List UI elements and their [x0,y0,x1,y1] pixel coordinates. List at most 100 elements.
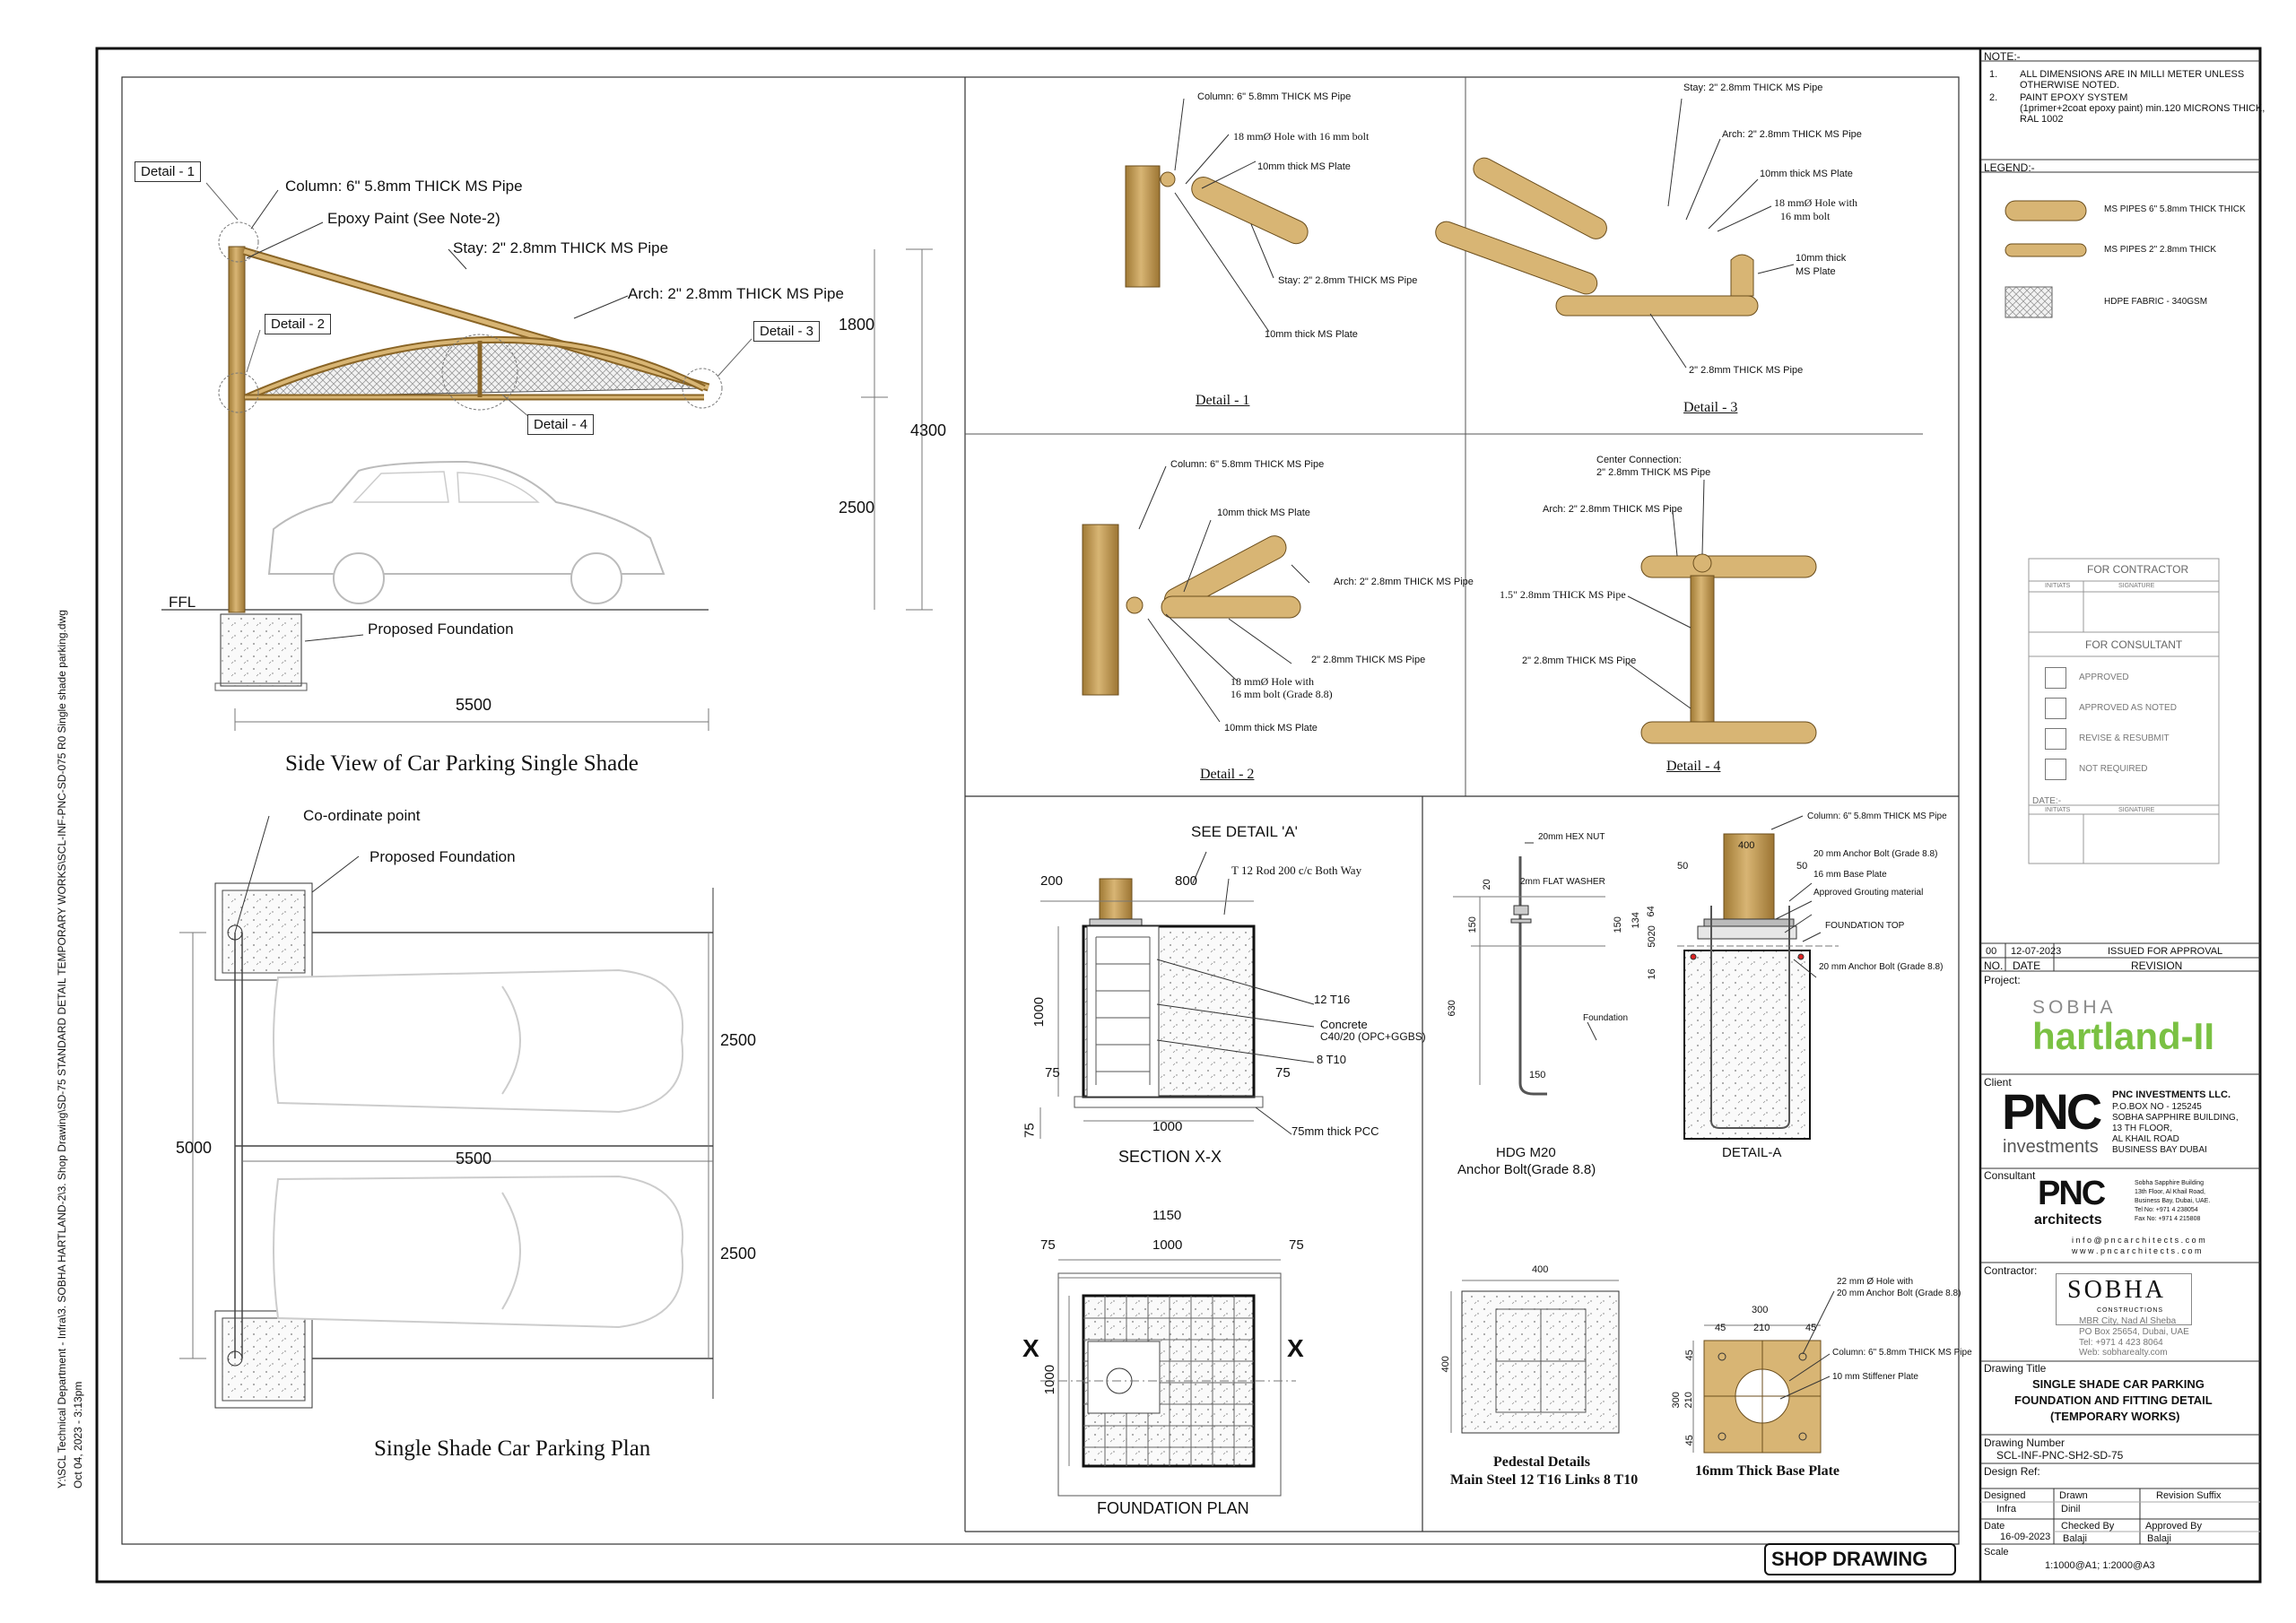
ab-label-washer: 2mm FLAT WASHER [1520,877,1605,887]
dim-1800: 1800 [839,316,875,334]
revision-suffix-label: Revision Suffix [2156,1490,2222,1501]
client-line-6: BUSINESS BAY DUBAI [2112,1145,2207,1155]
side-view-title: Side View of Car Parking Single Shade [285,751,639,776]
fp-dim-75a: 75 [1040,1237,1056,1253]
project-label: Project: [1984,974,2021,986]
legend-2in-pipe: MS PIPES 2" 2.8mm THICK [2104,245,2217,255]
side-view-drawing [161,182,933,731]
sec-dim-1000v: 1000 [1031,996,1048,1028]
d3-label-plate2b: MS Plate [1796,266,1836,277]
bp-dim-300v: 300 [1670,1392,1682,1409]
detail-2-title: Detail - 2 [1200,767,1255,782]
section-title: SECTION X-X [1118,1148,1222,1166]
da-dim-134: 134 [1630,912,1641,929]
note-1-line1: ALL DIMENSIONS ARE IN MILLI METER UNLESS [2020,69,2245,80]
d1-label-stay: Stay: 2" 2.8mm THICK MS Pipe [1278,275,1418,286]
bp-dim-45d: 45 [1683,1435,1695,1446]
da-label-baseplate: 16 mm Base Plate [1813,870,1887,880]
consultant-web: w w w . p n c a r c h i t e c t s . c o … [2072,1246,2202,1255]
d3-label-arch: Arch: 2" 2.8mm THICK MS Pipe [1722,129,1862,140]
sec-label-concrete: Concrete [1320,1018,1368,1031]
sec-dim-200: 200 [1040,873,1064,889]
detail-2-drawing [1082,465,1310,723]
contractor-initials: INITIATS [2045,583,2071,589]
rev-date: 12-07-2023 [2011,946,2062,957]
client-line-1: PNC INVESTMENTS LLC. [2112,1089,2231,1100]
consultant-line-4: Tel No: +971 4 238054 [2135,1207,2198,1213]
bp-label-column: Column: 6" 5.8mm THICK MS Pipe [1832,1348,1972,1358]
legend-hdpe: HDPE FABRIC - 340GSM [2104,297,2208,307]
note-head: NOTE:- [1984,50,2021,63]
legend-swatch-hdpe [2005,286,2053,318]
dim-5000: 5000 [176,1139,213,1157]
approved-checkbox[interactable] [2045,667,2066,689]
plan-title: Single Shade Car Parking Plan [374,1436,651,1461]
dim-2500-b: 2500 [720,1245,757,1263]
contractor-line-2: PO Box 25654, Dubai, UAE [2079,1327,2189,1337]
d4-label-pipe: 2" 2.8mm THICK MS Pipe [1522,655,1637,666]
revise-resubmit-checkbox[interactable] [2045,728,2066,750]
contractor-line-3: Tel: +971 4 423 8064 [2079,1338,2163,1348]
drawing-title-line-1: SINGLE SHADE CAR PARKING [2032,1377,2205,1391]
detail-3-title: Detail - 3 [1683,400,1738,415]
ped-dim-400a: 400 [1532,1264,1549,1275]
d4-label-center: Center Connection: [1596,455,1682,465]
detail-tag-3: Detail - 3 [753,321,821,342]
pedestal-title: Pedestal Details [1493,1454,1590,1470]
consultant-line-2: 13th Floor, Al Khail Road, [2135,1189,2205,1195]
fp-dim-1000v: 1000 [1042,1364,1058,1395]
d3-label-plate: 10mm thick MS Plate [1760,169,1853,179]
hartland-logo-text: hartland-II [2032,1015,2215,1057]
d4-label-arch: Arch: 2" 2.8mm THICK MS Pipe [1543,504,1683,515]
sec-label-c40: C40/20 (OPC+GGBS) [1320,1030,1426,1043]
fp-dim-1150: 1150 [1152,1208,1182,1223]
d3-label-plate2: 10mm thick [1796,253,1847,264]
note-2-line2: (1primer+2coat epoxy paint) min.120 MICR… [2020,103,2266,114]
dim-2500-a: 2500 [720,1031,757,1049]
d2-label-pipe: 2" 2.8mm THICK MS Pipe [1311,655,1426,665]
sec-dim-75b: 75 [1275,1065,1291,1081]
pedestal-drawing [1450,1280,1620,1434]
detail-tag-1: Detail - 1 [135,161,202,182]
d3-label-pipe: 2" 2.8mm THICK MS Pipe [1689,365,1804,376]
d1-label-plate: 10mm thick MS Plate [1257,161,1351,172]
approved-by-label: Approved By [2145,1521,2202,1532]
bp-label-anchor: 20 mm Anchor Bolt (Grade 8.8) [1837,1289,1961,1298]
da-label-grout: Approved Grouting material [1813,888,1924,898]
d4-label-15pipe: 1.5" 2.8mm THICK MS Pipe [1500,588,1626,601]
consultant-initials: INITIATS [2045,807,2071,813]
shop-drawing-label: SHOP DRAWING [1771,1548,1928,1570]
da-label-column: Column: 6" 5.8mm THICK MS Pipe [1807,812,1947,821]
constructions-text: CONSTRUCTIONS [2097,1307,2164,1314]
column-callout: Column: 6" 5.8mm THICK MS Pipe [285,178,523,195]
approved-as-noted-checkbox[interactable] [2045,698,2066,719]
d1-label-hole: 18 mmØ Hole with 16 mm bolt [1233,130,1370,143]
sec-dim-75c: 75 [1022,1123,1038,1138]
detail-tag-4: Detail - 4 [527,414,595,435]
design-ref-label: Design Ref: [1984,1465,2040,1478]
not-required-checkbox[interactable] [2045,759,2066,780]
note-2-line1: PAINT EPOXY SYSTEM [2020,92,2128,103]
pnc-logo: PNC [2002,1083,2102,1140]
ab-dim-150: 150 [1466,916,1478,933]
da-dim-400: 400 [1738,840,1755,851]
approved-as-noted-label: APPROVED AS NOTED [2079,703,2177,713]
ab-label-foundation: Foundation [1583,1013,1629,1023]
base-plate-drawing [1692,1290,1835,1454]
section-xx-drawing [1039,851,1315,1139]
rev-head-date: DATE [2013,959,2041,972]
designed-label: Designed [1984,1490,2026,1501]
da-label-foundation-top: FOUNDATION TOP [1825,921,1905,931]
drawn-label: Drawn [2059,1490,2088,1501]
fp-dim-1000: 1000 [1152,1237,1183,1253]
bp-dim-210v: 210 [1683,1392,1694,1409]
sobha-constructions-text: SOBHA [2067,1276,2166,1304]
rev-desc: ISSUED FOR APPROVAL [2108,946,2223,957]
anchor-bolt-drawing [1453,842,1605,1096]
sobha-constructions-logo [2056,1273,2192,1325]
approved-by-value: Balaji [2147,1533,2171,1544]
d3-label-bolt: 16 mm bolt [1780,210,1831,222]
note-1-line2: OTHERWISE NOTED. [2020,80,2120,91]
detail-a-title: DETAIL-A [1722,1145,1782,1160]
see-detail-a: SEE DETAIL 'A' [1191,823,1298,840]
